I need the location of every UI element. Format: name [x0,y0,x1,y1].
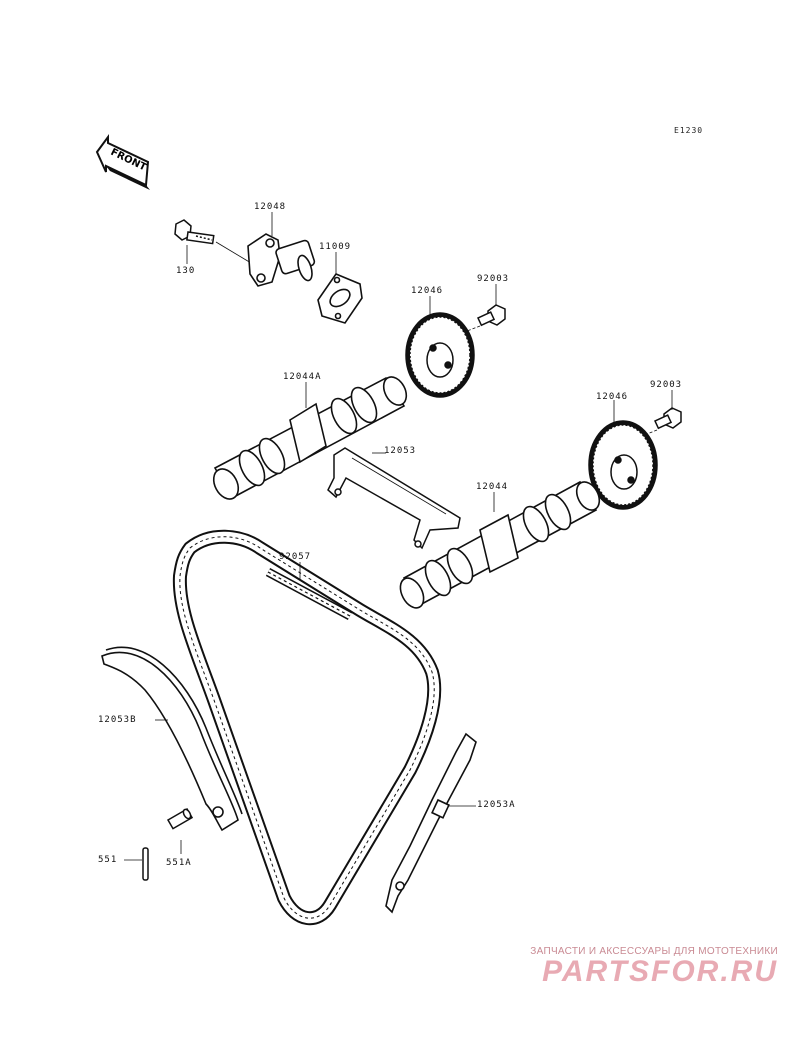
part-label-92003-upper: 92003 [477,274,510,284]
watermark-logo: PARTSFOR.RU [542,955,778,988]
part-label-551A: 551A [166,858,192,868]
camshaft-12044 [399,480,601,609]
watermark-caption: ЗАПЧАСТИ И АКСЕССУАРЫ ДЛЯ МОТОТЕХНИКИ [530,946,778,957]
watermark: ЗАПЧАСТИ И АКСЕССУАРЫ ДЛЯ МОТОТЕХНИКИ PA… [478,946,790,989]
part-label-12046-lower: 12046 [596,392,629,402]
chain-guide-12053B [101,646,243,832]
part-label-12053A: 12053A [477,800,516,810]
part-label-12053: 12053 [384,446,417,456]
part-label-12053B: 12053B [98,715,137,725]
bolt-92003-upper [477,304,506,327]
chain-guide-12053A [385,732,477,914]
part-label-12048: 12048 [254,202,287,212]
part-label-551: 551 [98,855,118,865]
bolt-130 [174,219,215,245]
chain-guide-12053 [327,447,461,550]
camshaft-12044A [212,376,408,500]
front-arrow-icon: FRONT [95,133,150,190]
sprocket-12046-lower [588,420,658,510]
diagram-reference-code: E1230 [674,126,704,135]
leader-lines [124,212,673,861]
part-label-11009: 11009 [319,242,352,252]
gasket-11009 [317,273,363,324]
part-label-12044: 12044 [476,482,509,492]
pin-551A [166,807,194,830]
part-label-12044A: 12044A [283,372,322,382]
part-label-12046-upper: 12046 [411,286,444,296]
part-label-92057: 92057 [279,552,312,562]
part-label-92003-lower: 92003 [650,380,683,390]
tensioner-12048 [247,233,316,287]
part-label-130: 130 [176,266,196,276]
sprocket-12046-upper [405,312,475,398]
bolt-92003-lower [654,407,682,430]
pin-551 [142,847,149,881]
timing-chain-92057 [172,529,442,926]
